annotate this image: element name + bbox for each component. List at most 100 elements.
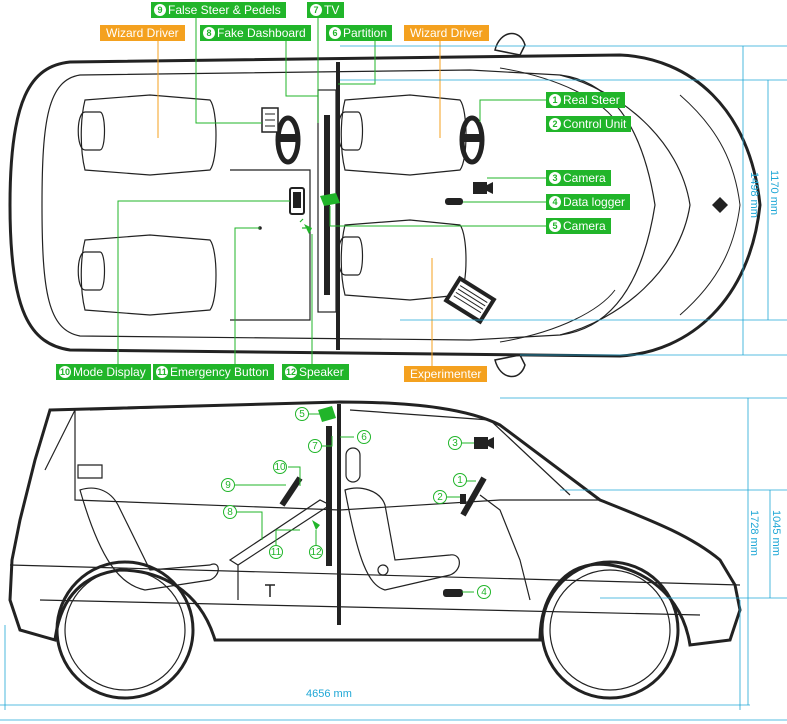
callout-circle bbox=[295, 407, 309, 421]
false-steering-wheel-icon bbox=[279, 476, 303, 507]
dimension-1498: 1498 mm bbox=[748, 172, 760, 218]
callout-5: 5 bbox=[295, 407, 309, 421]
callout-7: 7 bbox=[308, 439, 322, 453]
callout-9: 9 bbox=[221, 478, 235, 492]
callout-number: 9 bbox=[225, 480, 231, 491]
dimension-4656: 4656 mm bbox=[306, 688, 352, 700]
callout-3: 3 bbox=[448, 436, 462, 450]
number-badge: 8 bbox=[203, 27, 215, 39]
callout-circle bbox=[448, 436, 462, 450]
callout-number: 6 bbox=[361, 432, 367, 443]
callout-circle bbox=[433, 490, 447, 504]
callout-12: 12 bbox=[309, 545, 323, 559]
callout-11: 11 bbox=[269, 545, 283, 559]
callout-10: 10 bbox=[273, 460, 287, 474]
laptop-icon bbox=[443, 275, 497, 325]
callout-circle bbox=[223, 505, 237, 519]
label-experimenter: Experimenter bbox=[404, 366, 488, 382]
label-text: Mode Display bbox=[73, 365, 146, 379]
callout-circle bbox=[357, 430, 371, 444]
camera-icon bbox=[320, 193, 340, 206]
label-text: False Steer & Pedels bbox=[168, 3, 281, 17]
speaker-icon bbox=[312, 520, 320, 530]
side-view-dimension-lines bbox=[0, 397, 787, 721]
top-view-devices bbox=[258, 107, 497, 325]
callout-number: 2 bbox=[437, 492, 443, 503]
top-view-dimension-lines bbox=[340, 45, 787, 356]
label-text: Partition bbox=[343, 26, 388, 40]
callout-6: 6 bbox=[357, 430, 371, 444]
fake-dashboard-icon bbox=[261, 107, 279, 133]
callout-8: 8 bbox=[223, 505, 237, 519]
callout-1: 1 bbox=[453, 473, 467, 487]
callout-number: 11 bbox=[271, 547, 282, 558]
number-badge: 1 bbox=[549, 94, 561, 106]
number-badge: 5 bbox=[549, 220, 561, 232]
top-view-car bbox=[8, 32, 762, 378]
callout-number: 7 bbox=[312, 441, 318, 452]
number-badge: 9 bbox=[154, 4, 166, 16]
label-wizard-driver-right: Wizard Driver bbox=[404, 25, 489, 41]
camera-icon bbox=[318, 406, 336, 422]
dimension-1045: 1045 mm bbox=[770, 510, 782, 556]
side-view-devices bbox=[279, 406, 494, 597]
label-wizard-driver-left: Wizard Driver bbox=[100, 25, 185, 41]
label-text: Camera bbox=[563, 171, 606, 185]
speaker-icon bbox=[299, 218, 312, 234]
label-text: Control Unit bbox=[563, 117, 627, 131]
callout-number: 4 bbox=[481, 587, 487, 598]
label-text: Data logger bbox=[563, 195, 626, 209]
label-text: TV bbox=[324, 3, 340, 17]
number-badge: 3 bbox=[549, 172, 561, 184]
real-steering-wheel-icon bbox=[460, 476, 487, 517]
callout-circle bbox=[269, 545, 283, 559]
callout-4: 4 bbox=[477, 585, 491, 599]
number-badge: 10 bbox=[59, 366, 71, 378]
callout-number: 1 bbox=[457, 475, 463, 486]
number-badge: 4 bbox=[549, 196, 561, 208]
label-text: Speaker bbox=[299, 365, 344, 379]
number-badge: 12 bbox=[285, 366, 297, 378]
side-view-car bbox=[8, 400, 742, 700]
mode-display-icon bbox=[289, 187, 305, 215]
label-text: Fake Dashboard bbox=[217, 26, 306, 40]
callout-circle bbox=[221, 478, 235, 492]
false-steering-wheel-icon bbox=[275, 115, 301, 165]
callout-circle bbox=[453, 473, 467, 487]
callout-number: 5 bbox=[299, 409, 305, 420]
number-badge: 6 bbox=[329, 27, 341, 39]
callout-number: 12 bbox=[310, 547, 322, 558]
number-badge: 11 bbox=[156, 366, 168, 378]
control-unit-icon bbox=[460, 494, 466, 504]
data-logger-icon bbox=[445, 198, 463, 205]
number-badge: 7 bbox=[310, 4, 322, 16]
callout-number: 10 bbox=[274, 462, 286, 473]
camera-icon bbox=[474, 437, 494, 449]
dimension-1170: 1170 mm bbox=[768, 170, 780, 216]
label-text: Emergency Button bbox=[170, 365, 269, 379]
number-badge: 2 bbox=[549, 118, 561, 130]
label-text: Camera bbox=[563, 219, 606, 233]
real-steering-wheel-icon bbox=[459, 115, 485, 165]
callout-circle bbox=[309, 545, 323, 559]
callout-circle bbox=[308, 439, 322, 453]
dimension-1728: 1728 mm bbox=[748, 510, 760, 556]
label-text: Real Steer bbox=[563, 93, 620, 107]
side-view-leader-lines bbox=[232, 413, 476, 593]
camera-icon bbox=[473, 182, 493, 194]
callout-number: 8 bbox=[227, 507, 233, 518]
top-view-leader-lines bbox=[117, 18, 546, 367]
data-logger-icon bbox=[443, 589, 463, 597]
